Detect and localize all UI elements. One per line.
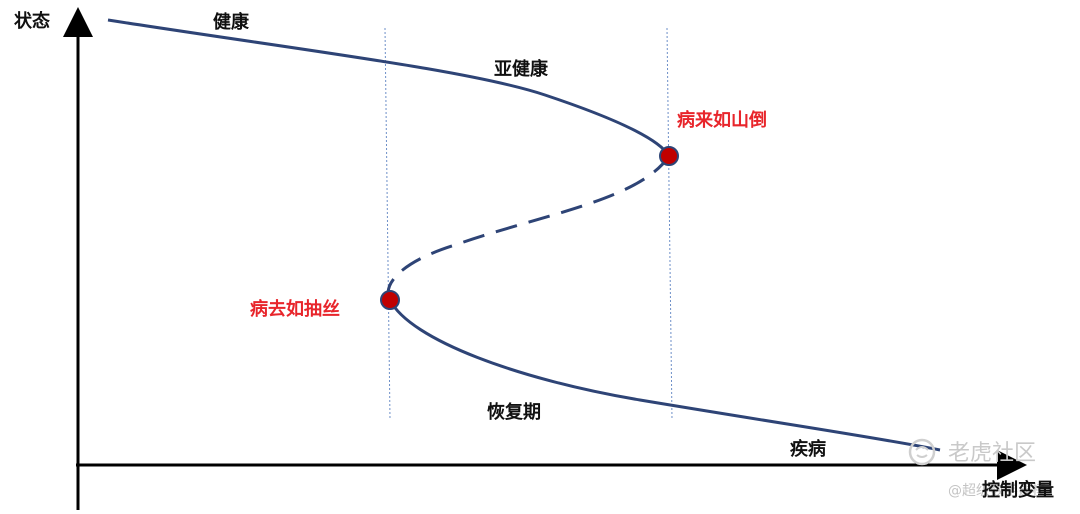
region-recovery-label: 恢复期 <box>487 401 541 423</box>
watermark-brand: 老虎社区 <box>948 441 1036 466</box>
upper-stable-branch <box>107 18 671 157</box>
region-sub-healthy-label: 亚健康 <box>494 58 549 80</box>
lower-stable-branch <box>388 299 941 452</box>
region-healthy-label: 健康 <box>213 11 250 33</box>
lower-tipping-point <box>380 290 400 310</box>
unstable-branch <box>386 155 671 301</box>
x-axis-label: 控制变量 <box>982 479 1054 501</box>
watermark-handle: @超级数学建模 <box>948 483 1046 499</box>
upper-tipping-point <box>659 146 679 166</box>
guide-line-lower <box>384 27 391 421</box>
y-axis-label: 状态 <box>14 10 50 32</box>
watermark: 老虎社区 @超级数学建模 <box>908 438 1046 499</box>
region-disease-label: 疾病 <box>790 438 826 460</box>
tiger-icon <box>908 438 936 466</box>
lower-tipping-label: 病去如抽丝 <box>250 298 340 320</box>
guide-line-upper <box>666 27 673 421</box>
upper-tipping-label: 病来如山倒 <box>677 109 767 131</box>
